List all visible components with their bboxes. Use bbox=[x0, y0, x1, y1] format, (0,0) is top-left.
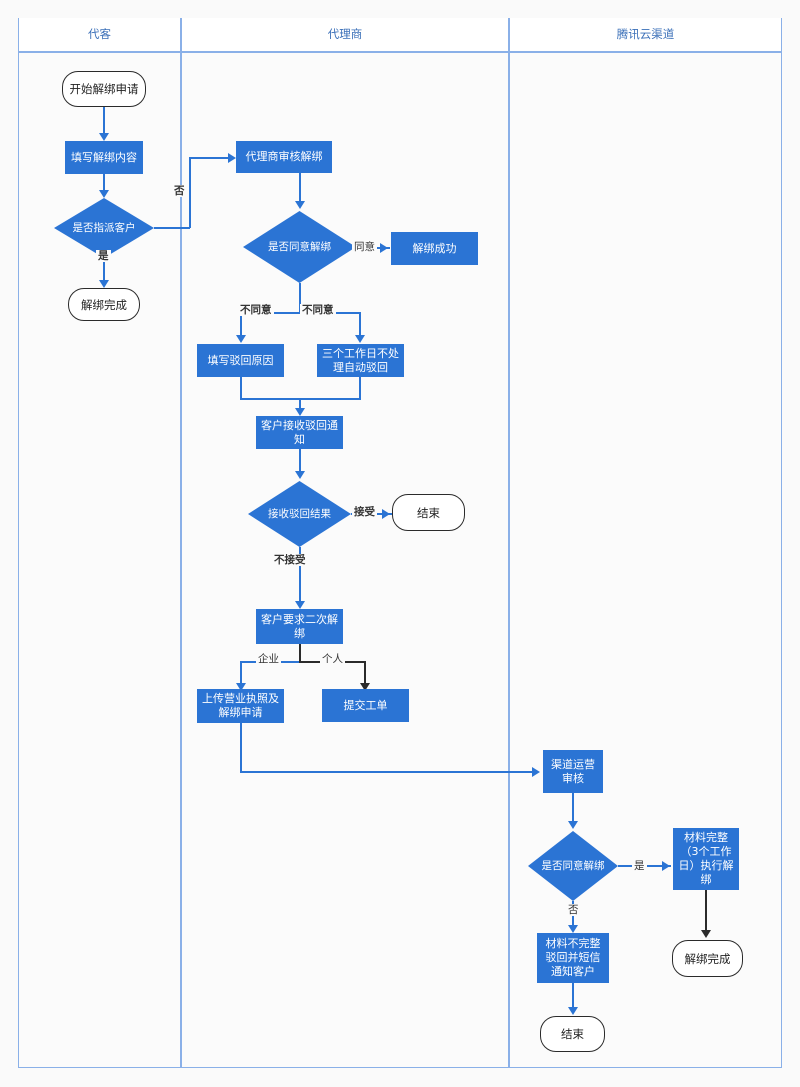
edge-assign-yes bbox=[103, 258, 105, 284]
node-customer-second-unbind[interactable]: 客户要求二次解绑 bbox=[256, 609, 343, 644]
arrow-enterprise bbox=[236, 683, 246, 691]
node-unbind-success[interactable]: 解绑成功 bbox=[391, 232, 478, 265]
edge-label-no-tencent: 否 bbox=[566, 904, 581, 916]
edge-label-accept: 接受 bbox=[352, 506, 377, 518]
edge-reject-merge-r-v bbox=[359, 377, 361, 399]
edge-reject-merge-stem bbox=[299, 398, 301, 410]
arrow-disagree-right bbox=[355, 335, 365, 343]
lane-divider-2 bbox=[508, 18, 510, 1068]
node-label-is-assign-customer: 是否指派客户 bbox=[72, 221, 136, 234]
lane-title-agent: 代理商 bbox=[182, 18, 508, 51]
arrow-disagree-left bbox=[236, 335, 246, 343]
edge-individual-v bbox=[364, 661, 366, 685]
edge-label-disagree-right: 不同意 bbox=[300, 304, 336, 316]
edge-label-enterprise: 企业 bbox=[256, 653, 281, 665]
edge-enterprise-v bbox=[240, 661, 242, 685]
lane-title-tencent: 腾讯云渠道 bbox=[510, 18, 781, 51]
edge-disagree-left-v bbox=[240, 312, 242, 337]
node-fill-unbind-content[interactable]: 填写解绑内容 bbox=[65, 141, 143, 174]
node-is-assign-customer[interactable]: 是否指派客户 bbox=[54, 198, 154, 258]
arrow-reject-merge bbox=[295, 408, 305, 416]
node-label-is-agree-unbind: 是否同意解绑 bbox=[268, 240, 331, 253]
node-materials-complete[interactable]: 材料完整（3个工作日）执行解绑 bbox=[673, 828, 739, 890]
node-unbind-complete-right[interactable]: 解绑完成 bbox=[672, 940, 743, 977]
lane-title-customer: 代客 bbox=[19, 18, 180, 51]
node-label-receive-reject-result: 接收驳回结果 bbox=[268, 507, 331, 520]
node-agent-review-unbind[interactable]: 代理商审核解绑 bbox=[236, 141, 332, 173]
edge-second-stem bbox=[299, 644, 301, 662]
node-unbind-complete-left[interactable]: 解绑完成 bbox=[68, 288, 140, 321]
edge-label-yes-tencent: 是 bbox=[632, 860, 647, 872]
arrow-materials-to-complete bbox=[701, 930, 711, 938]
arrow-channel-to-decision bbox=[568, 821, 578, 829]
node-materials-incomplete[interactable]: 材料不完整驳回并短信通知客户 bbox=[537, 933, 609, 983]
arrow-incomplete-to-end bbox=[568, 1007, 578, 1015]
edge-channel-to-decision bbox=[572, 793, 574, 823]
edge-to-channel-h bbox=[240, 771, 534, 773]
edge-assign-no-h1 bbox=[154, 227, 190, 229]
node-label-is-agree-unbind-2: 是否同意解绑 bbox=[541, 859, 605, 872]
edge-materials-to-complete bbox=[705, 890, 707, 932]
arrow-tencent-no bbox=[568, 925, 578, 933]
node-is-agree-unbind-2[interactable]: 是否同意解绑 bbox=[528, 831, 618, 901]
edge-notaccept-v bbox=[299, 547, 301, 603]
edge-disagree-stem bbox=[299, 283, 301, 313]
edge-reject-merge-l-v bbox=[240, 377, 242, 399]
edge-incomplete-to-end bbox=[572, 983, 574, 1009]
edge-label-yes-assign: 是 bbox=[96, 250, 111, 262]
edge-receive-to-result bbox=[299, 449, 301, 473]
node-is-agree-unbind[interactable]: 是否同意解绑 bbox=[243, 211, 356, 283]
node-channel-ops-review[interactable]: 渠道运营审核 bbox=[543, 750, 603, 793]
arrow-accept bbox=[382, 509, 390, 519]
node-end-tencent[interactable]: 结束 bbox=[540, 1016, 605, 1052]
edge-start-to-fill bbox=[103, 107, 105, 135]
node-fill-reject-reason[interactable]: 填写驳回原因 bbox=[197, 344, 284, 377]
node-receive-reject-result[interactable]: 接收驳回结果 bbox=[248, 481, 351, 547]
edge-to-channel-v bbox=[240, 723, 242, 773]
edge-fill-to-decision bbox=[103, 174, 105, 192]
edge-label-disagree-left: 不同意 bbox=[238, 304, 274, 316]
arrow-agentreview-to-decision bbox=[295, 201, 305, 209]
arrow-assign-yes bbox=[99, 280, 109, 288]
edge-agentreview-to-decision bbox=[299, 173, 301, 203]
arrow-assign-no bbox=[228, 153, 236, 163]
edge-label-individual: 个人 bbox=[320, 653, 345, 665]
arrow-notaccept bbox=[295, 601, 305, 609]
edge-assign-no-v bbox=[189, 157, 191, 228]
arrow-start-to-fill bbox=[99, 133, 109, 141]
edge-label-agree: 同意 bbox=[352, 241, 377, 253]
arrow-tencent-yes bbox=[662, 861, 670, 871]
arrow-fill-to-decision bbox=[99, 190, 109, 198]
node-customer-receive-reject[interactable]: 客户接收驳回通知 bbox=[256, 416, 343, 449]
edge-disagree-right-v bbox=[359, 312, 361, 337]
edge-label-no-assign: 否 bbox=[172, 185, 187, 197]
lane-divider-1 bbox=[180, 18, 182, 1068]
swimlane-frame bbox=[18, 18, 782, 1068]
edge-label-not-accept: 不接受 bbox=[272, 554, 308, 566]
arrow-to-channel bbox=[532, 767, 540, 777]
node-submit-ticket[interactable]: 提交工单 bbox=[322, 689, 409, 722]
lane-header-divider bbox=[18, 51, 782, 53]
arrow-agree bbox=[380, 243, 388, 253]
edge-assign-no-h2 bbox=[189, 157, 230, 159]
node-upload-license[interactable]: 上传营业执照及解绑申请 bbox=[197, 689, 284, 723]
arrow-receive-to-result bbox=[295, 471, 305, 479]
arrow-individual bbox=[360, 683, 370, 691]
node-auto-reject-3days[interactable]: 三个工作日不处理自动驳回 bbox=[317, 344, 404, 377]
node-end-agent[interactable]: 结束 bbox=[392, 494, 465, 531]
node-start-unbind-request[interactable]: 开始解绑申请 bbox=[62, 71, 146, 107]
